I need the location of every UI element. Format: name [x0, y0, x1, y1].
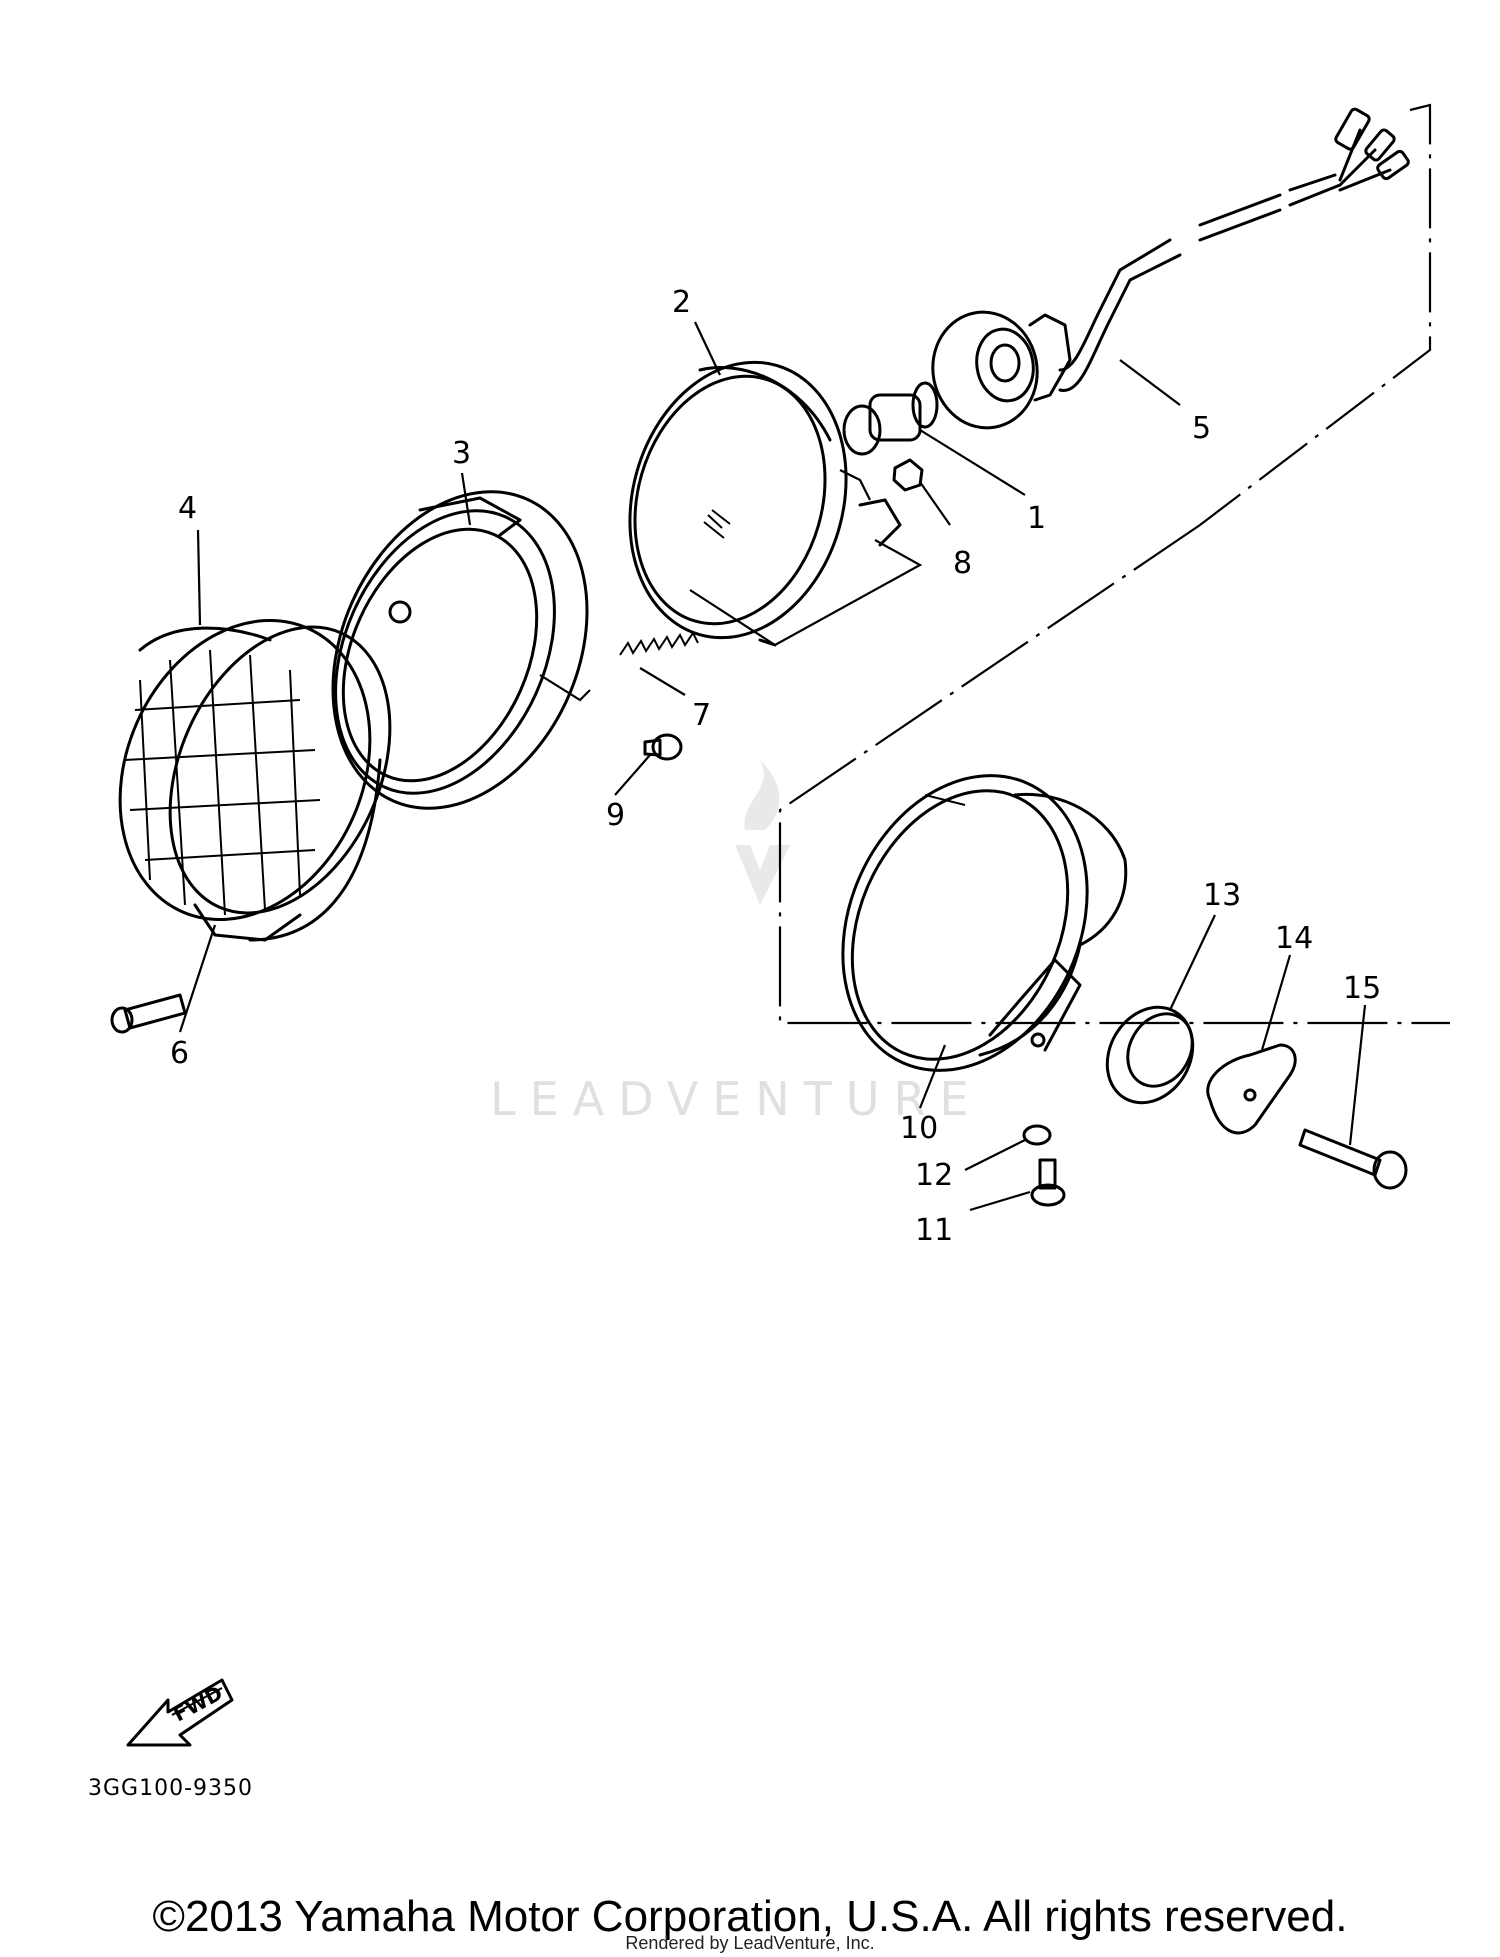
- part-bracket-plate: [1206, 1043, 1297, 1135]
- callout-3: 3: [452, 436, 471, 471]
- callout-14: 14: [1275, 921, 1313, 956]
- copyright-notice: ©2013 Yamaha Motor Corporation, U.S.A. A…: [152, 1892, 1348, 1941]
- fwd-label: FWD: [169, 1681, 226, 1727]
- part-washer: [1022, 1124, 1052, 1146]
- part-rim: [331, 490, 589, 810]
- part-mounting-bolt: [1298, 1128, 1408, 1190]
- part-nut: [892, 458, 924, 492]
- diagram-code: 3GG100-9350: [88, 1776, 253, 1801]
- callout-7: 7: [692, 698, 711, 733]
- rendered-by-note: Rendered by LeadVenture, Inc.: [625, 1933, 875, 1953]
- leader-lines: [178, 321, 1367, 1212]
- part-grommet: [1105, 1005, 1195, 1105]
- watermark-text: LEADVENTURE: [490, 1072, 983, 1126]
- part-screw: [1030, 1158, 1066, 1207]
- callout-6: 6: [170, 1036, 189, 1071]
- part-socket-cord: [931, 107, 1410, 430]
- callout-2: 2: [672, 285, 691, 320]
- part-headlight-body: [841, 774, 1128, 1072]
- part-spring: [619, 631, 699, 656]
- callout-12: 12: [915, 1158, 953, 1193]
- part-bulb: [842, 381, 939, 456]
- callout-10: 10: [900, 1111, 938, 1146]
- leadventure-watermark: LEADVENTURE: [490, 760, 983, 1126]
- callout-13: 13: [1203, 878, 1241, 913]
- callout-4: 4: [178, 491, 197, 526]
- callout-15: 15: [1343, 971, 1381, 1006]
- callout-8: 8: [953, 546, 972, 581]
- callout-9: 9: [606, 798, 625, 833]
- callout-11: 11: [915, 1213, 953, 1248]
- part-headlight-unit: [628, 360, 902, 647]
- callout-labels: 1 2 3 4 5 6 7 8 9 10 11 12 13 14 15: [170, 285, 1381, 1248]
- part-adjusting-screw: [643, 733, 683, 761]
- fwd-arrow-icon: FWD: [126, 1678, 234, 1747]
- callout-1: 1: [1027, 501, 1046, 536]
- part-guard-screw: [110, 993, 187, 1034]
- callout-5: 5: [1192, 411, 1211, 446]
